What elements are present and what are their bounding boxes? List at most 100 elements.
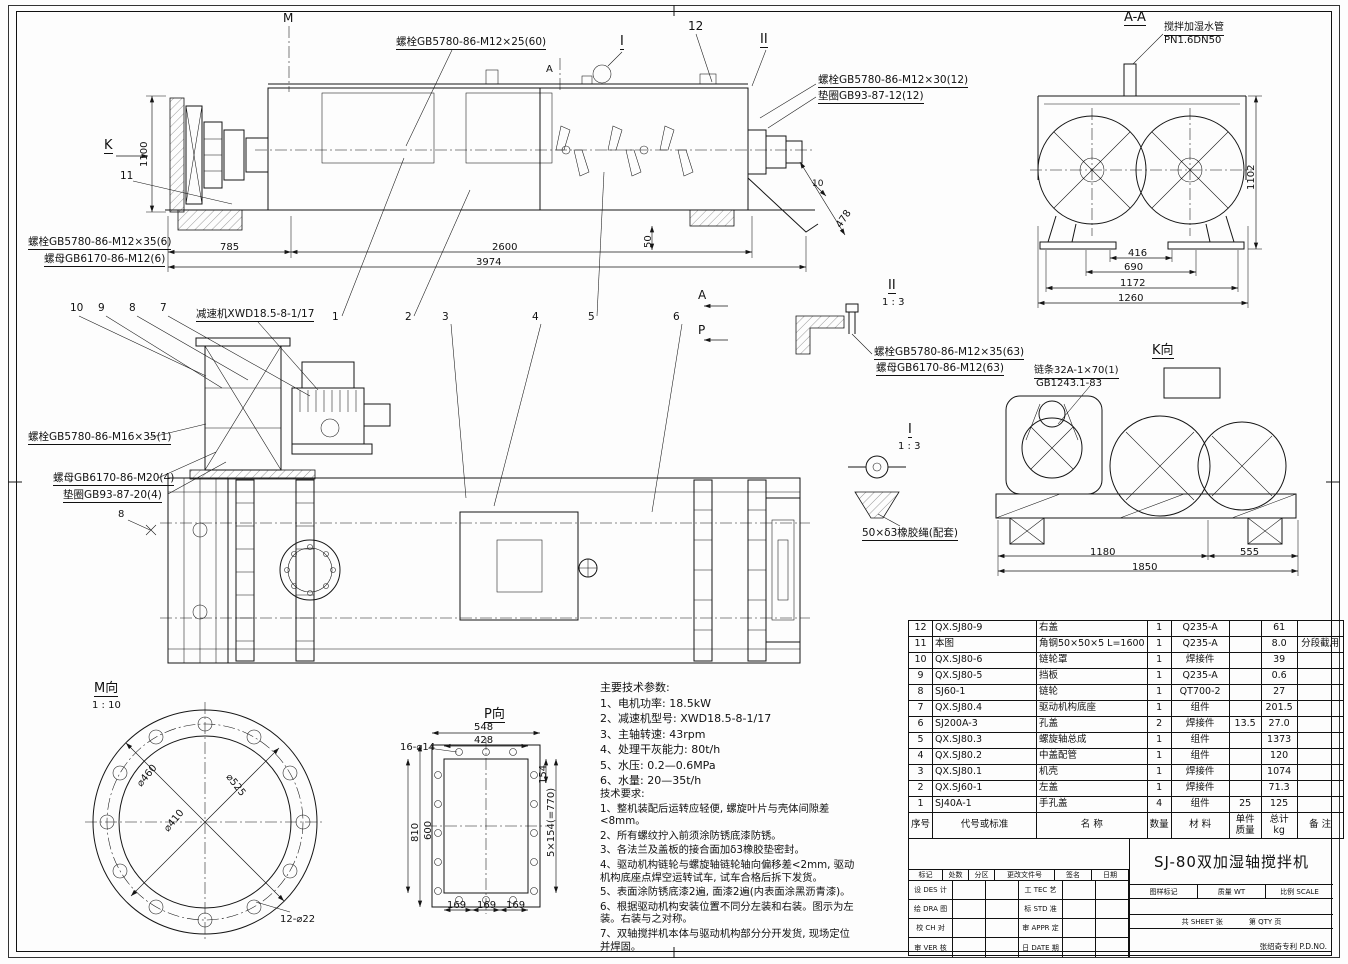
part-num-5: 5 (588, 311, 595, 323)
callout-nut-m12-63: 螺母GB6170-86-M12(63) (876, 362, 1004, 376)
signature-row: 校 CH 对 审 APPR 定 (909, 919, 1129, 938)
process-label: 工 TEC 艺 (1019, 881, 1063, 899)
part-num-2: 2 (405, 311, 412, 323)
callout-nut-m20: 螺母GB6170-86-M20(4) (53, 472, 175, 486)
dim-1102: 1102 (1246, 164, 1257, 190)
dim-5x154: 5×154(=770) (546, 787, 557, 857)
rev-mark-label: 标记 (909, 870, 943, 880)
callout-bolt-m12x35-6: 螺栓GB5780-86-M12×35(6) (28, 236, 172, 250)
blank-cell (986, 919, 1019, 937)
signature-grid: 设 DES 计 工 TEC 艺 绘 DRA 图 标 STD 准 校 CH 对 审… (909, 881, 1129, 957)
tech-reqs-title: 技术要求: (600, 788, 645, 800)
dim-169-3: 169 (506, 900, 526, 911)
tech-param-item: 1、电机功率: 18.5kW (600, 696, 711, 710)
part-num-11: 11 (120, 170, 134, 182)
tech-req-item: 7、双轴搅拌机本体与驱动机构部分分开发货, 现场定位并焊固。 (600, 927, 850, 953)
front-dimensions (116, 95, 846, 343)
rev-docno-label: 更改文件号 (995, 870, 1055, 880)
audit-label: 审 VER 核 (909, 938, 953, 957)
blank-cell (953, 900, 986, 918)
tech-req-item: 5、表面涂防锈底漆2遍, 面漆2遍(内表面涂黑沥青漆)。 (600, 886, 851, 899)
view-title-m: M向 (94, 681, 119, 697)
signature-row: 设 DES 计 工 TEC 艺 (909, 881, 1129, 900)
aa-section-view (1030, 63, 1262, 308)
part-num-7: 7 (160, 302, 167, 314)
scale-label: 比例 SCALE (1280, 887, 1319, 896)
tech-params-block: 主要技术参数: 1、电机功率: 18.5kW 2、减速机型号: XWD18.5-… (600, 680, 852, 789)
callout-bolt-m12x30: 螺栓GB5780-86-M12×30(12) (818, 74, 969, 88)
callout-chain-std: GB1243.1-83 (1036, 378, 1102, 389)
draw-label: 绘 DRA 图 (909, 900, 953, 918)
tech-param-item: 6、水量: 20—35t/h (600, 774, 702, 787)
dim-2600: 2600 (492, 242, 518, 253)
weight-label: 质量 WT (1198, 885, 1266, 898)
blank-cell (1096, 919, 1129, 937)
detail-mark-ii: II (760, 32, 768, 48)
callout-washer-20: 垫圈GB93-87-20(4) (63, 489, 162, 503)
tech-params-title: 主要技术参数: (600, 681, 670, 694)
callout-nut-m12-6: 螺母GB6170-86-M12(6) (44, 253, 166, 267)
signature-row: 审 VER 核 日 DATE 期 (909, 938, 1129, 957)
tech-req-item: 3、各法兰及盖板的接合面加δ3橡胶垫密封。 (600, 844, 805, 857)
part-num-12: 12 (688, 19, 704, 33)
revision-header-row: 标记 处数 分区 更改文件号 签名 日期 (909, 869, 1129, 881)
dim-1172: 1172 (1120, 278, 1146, 289)
signature-row: 绘 DRA 图 标 STD 准 (909, 900, 1129, 919)
patent-note: 张绍奇专利 P.D.NO. (1259, 942, 1327, 951)
tech-req-item: 2、所有螺纹拧入前须涂防锈底漆防锈。 (600, 829, 782, 842)
title-block-divider (1129, 839, 1130, 957)
tech-req-item: 4、驱动机构链轮与螺旋轴链轮轴向偏移差<2mm, 驱动机构底座点焊空运转试车, … (600, 858, 855, 884)
blank-cell (1063, 900, 1096, 918)
callout-bolt-m12x25: 螺栓GB5780-86-M12×25(60) (396, 36, 547, 50)
view-mark-a: A (698, 288, 707, 302)
dim-600: 600 (423, 820, 434, 840)
view-scale-m: 1 : 10 (92, 700, 121, 711)
weld-mark-8: 8 (118, 509, 125, 520)
dim-690: 690 (1124, 262, 1144, 273)
blank-cell (986, 900, 1019, 918)
dim-154: 154 (538, 764, 549, 784)
dim-548: 548 (474, 722, 494, 733)
tech-reqs-block: 技术要求: 1、整机装配后运转应轻便, 螺旋叶片与壳体间隙差<8mm。 2、所有… (600, 788, 858, 955)
rev-date-label: 日期 (1092, 870, 1129, 880)
p-direction-view (405, 730, 559, 914)
dim-holes-12-22: 12-⌀22 (280, 914, 316, 925)
section-mark-a-top: A (546, 64, 553, 75)
callout-reducer: 减速机XWD18.5-8-1/17 (196, 308, 315, 322)
design-label: 设 DES 计 (909, 881, 953, 899)
callout-water-pipe-spec: PN1.6DN50 (1164, 35, 1222, 46)
blank-cell (986, 881, 1019, 899)
dim-3974: 3974 (476, 257, 502, 268)
dim-169-2: 169 (477, 900, 497, 911)
part-num-3: 3 (442, 311, 449, 323)
dim-1260: 1260 (1118, 293, 1144, 304)
blank-cell (1063, 881, 1096, 899)
i-detail-view (848, 455, 906, 519)
drawing-title: SJ-80双加湿轴搅拌机 (1130, 839, 1333, 885)
dim-428: 428 (474, 735, 494, 746)
ii-detail-view (795, 303, 859, 355)
centering-marks (8, 5, 1340, 958)
plan-view (160, 477, 810, 664)
callout-chain: 链条32A-1×70(1) (1034, 365, 1119, 379)
date-label: 日 DATE 期 (1019, 938, 1063, 957)
view-title-p: P向 (484, 707, 505, 723)
detail-mark-i: I (620, 34, 624, 50)
blank-cell (1096, 881, 1129, 899)
part-num-10: 10 (70, 302, 84, 314)
rev-count-label: 处数 (943, 870, 969, 880)
m-direction-view (85, 702, 325, 942)
dim-holes-16-14: 16-⌀14 (400, 742, 436, 753)
blank-cell (953, 919, 986, 937)
blank-cell (1096, 938, 1129, 957)
tech-req-item: 1、整机装配后运转应轻便, 螺旋叶片与壳体间隙差<8mm。 (600, 802, 830, 828)
